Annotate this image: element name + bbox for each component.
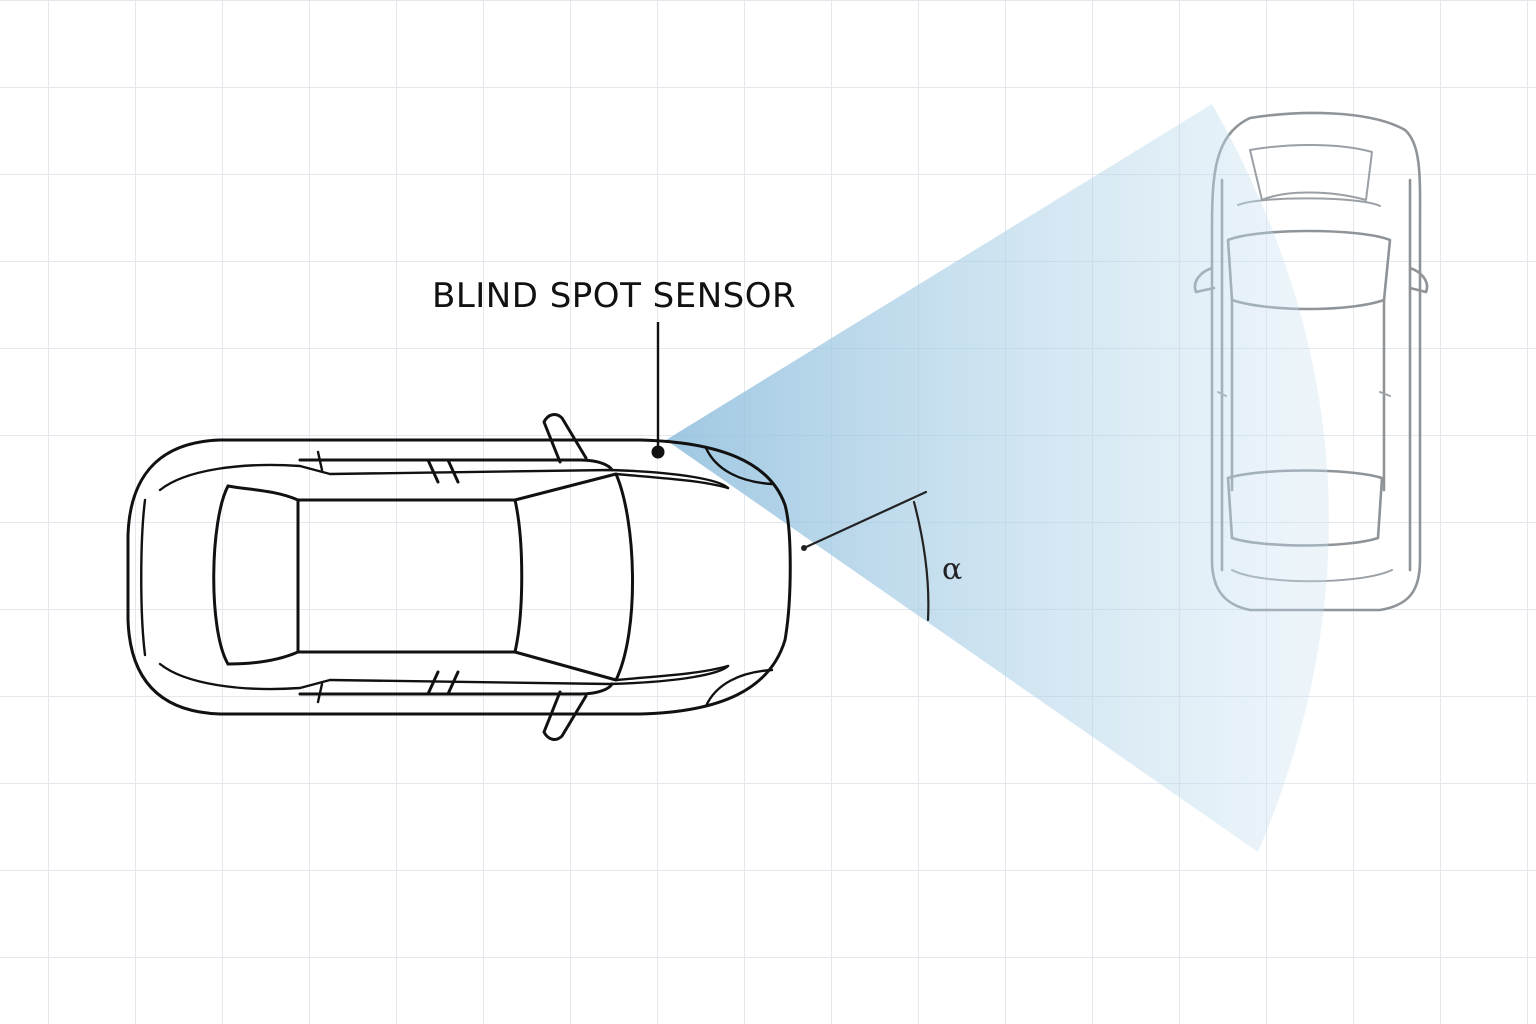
- sensor-coverage-beam: [666, 104, 1329, 852]
- sensor-label: BLIND SPOT SENSOR: [432, 276, 797, 316]
- ego-vehicle: [126, 413, 792, 741]
- sensor-dot: [651, 445, 665, 459]
- angle-label: α: [942, 552, 963, 587]
- angle-indicator: [801, 490, 930, 622]
